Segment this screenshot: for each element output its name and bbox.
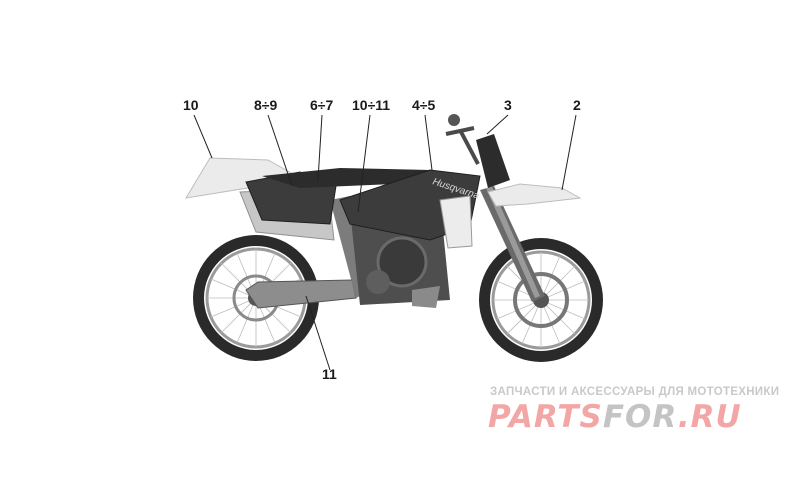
callout-8-9: 8÷9 xyxy=(254,97,278,113)
callout-2: 2 xyxy=(573,97,581,113)
callout-11: 11 xyxy=(322,366,337,382)
mirror xyxy=(448,114,460,126)
callout-6-7: 6÷7 xyxy=(310,97,334,113)
front-fender xyxy=(487,183,582,207)
headlight-plate xyxy=(476,134,510,188)
callout-10-11: 10÷11 xyxy=(352,97,391,113)
callout-10: 10 xyxy=(183,97,199,113)
radiator-guard xyxy=(439,195,473,249)
leader-lines xyxy=(193,114,577,371)
watermark-brand-ru: .RU xyxy=(677,399,742,435)
watermark-tagline: ЗАПЧАСТИ И АКСЕССУАРЫ ДЛЯ МОТОТЕХНИКИ xyxy=(490,386,780,398)
watermark-brand-parts: PARTS xyxy=(488,399,603,435)
callout-4-5: 4÷5 xyxy=(412,97,436,113)
watermark-brand: PARTSFOR.RU xyxy=(488,398,742,436)
watermark-brand-for: FOR xyxy=(602,399,678,435)
rear-fender xyxy=(185,157,302,199)
callout-3: 3 xyxy=(504,97,512,113)
front-fork xyxy=(480,186,545,302)
handlebar xyxy=(445,126,480,165)
front-wheel xyxy=(479,238,603,362)
swingarm xyxy=(245,279,357,309)
